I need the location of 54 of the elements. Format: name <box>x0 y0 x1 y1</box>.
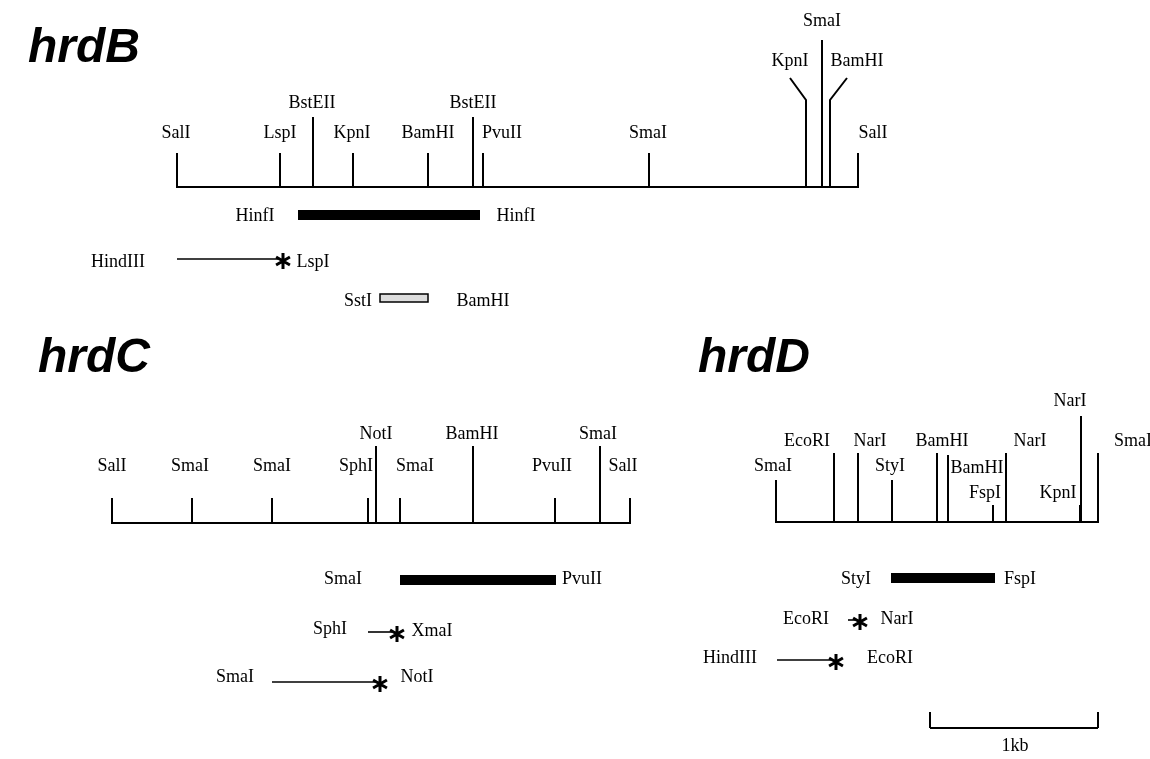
site-label: HindIII <box>91 250 145 272</box>
site-label: KpnI <box>1039 481 1077 503</box>
site-label: LspI <box>263 121 297 143</box>
site-label: SstI <box>344 289 372 311</box>
site-label: SmaI <box>803 9 841 31</box>
site-label: SmaI <box>171 454 209 476</box>
site-label: SphI <box>313 617 347 639</box>
site-label: SmaI <box>396 454 434 476</box>
site-label: EcoRI <box>783 607 829 629</box>
site-label: NarI <box>880 607 914 629</box>
site-label: BamHI <box>445 422 499 444</box>
site-label: StyI <box>841 567 871 589</box>
site-label: BamHI <box>401 121 455 143</box>
site-label: BamHI <box>950 456 1004 478</box>
site-label: EcoRI <box>867 646 913 668</box>
site-label: SphI <box>339 454 373 476</box>
site-label: SmaI <box>216 665 254 687</box>
site-label: BamHI <box>830 49 884 71</box>
site-label: NotI <box>359 422 393 444</box>
site-label: NotI <box>400 665 434 687</box>
site-label: KpnI <box>333 121 371 143</box>
site-label: FspI <box>1004 567 1036 589</box>
site-label: FspI <box>969 481 1001 503</box>
gene-name: hrdB <box>28 17 140 73</box>
site-label: SmaI <box>754 454 792 476</box>
site-label: BamHI <box>915 429 969 451</box>
site-label: BstEII <box>288 91 336 113</box>
site-label: SalI <box>161 121 191 143</box>
gene-name: hrdD <box>698 327 810 383</box>
site-label: NarI <box>1013 429 1047 451</box>
site-label: NarI <box>853 429 887 451</box>
site-label: StyI <box>875 454 905 476</box>
site-label: XmaI <box>411 619 453 641</box>
site-label: SmaI <box>324 567 362 589</box>
site-label: BstEII <box>449 91 497 113</box>
site-label: PvuII <box>562 567 602 589</box>
site-label: SalI <box>97 454 127 476</box>
gene-name: hrdC <box>38 327 150 383</box>
site-label: PvuII <box>532 454 572 476</box>
site-label: BamHI <box>456 289 510 311</box>
scale-label: 1kb <box>1001 734 1029 756</box>
site-label: SalI <box>608 454 638 476</box>
site-label: HindIII <box>703 646 757 668</box>
site-label: HinfI <box>496 204 536 226</box>
site-label: KpnI <box>771 49 809 71</box>
site-label: SalI <box>858 121 888 143</box>
site-label: SmaI <box>253 454 291 476</box>
site-label: NarI <box>1053 389 1087 411</box>
site-label: PvuII <box>482 121 522 143</box>
site-label: EcoRI <box>784 429 830 451</box>
site-label: SmaI <box>579 422 617 444</box>
site-label: SmaI <box>629 121 667 143</box>
site-label: LspI <box>296 250 330 272</box>
site-label: HinfI <box>235 204 275 226</box>
